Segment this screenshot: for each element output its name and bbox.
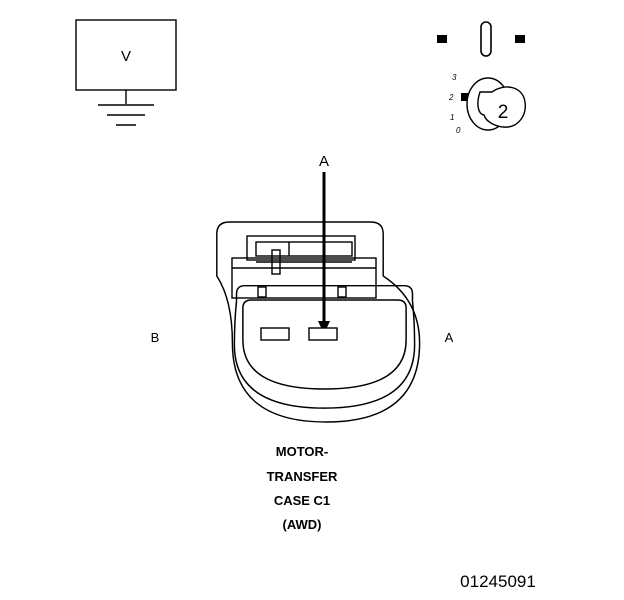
voltmeter-symbol: V — [121, 48, 131, 65]
caption-line-2: TRANSFER — [267, 469, 338, 484]
connector-seal-ring — [233, 284, 416, 409]
switch-selected-position: 2 — [498, 102, 509, 123]
caption-line-3: CASE C1 — [274, 493, 330, 508]
switch-position-3: 3 — [452, 73, 457, 82]
figure-number: 01245091 — [460, 572, 536, 591]
ground-icon — [98, 90, 154, 126]
terminal-probe-icon — [437, 21, 525, 57]
selector-switch: 3 2 1 0 2 — [448, 73, 526, 135]
terminal-b-side-label: B — [151, 330, 160, 345]
terminal-a-side-label: A — [445, 330, 454, 345]
caption-line-4: (AWD) — [283, 517, 322, 532]
switch-position-2: 2 — [448, 93, 454, 102]
switch-knob-icon — [477, 86, 526, 128]
connector-caption: MOTOR- TRANSFER CASE C1 (AWD) — [267, 444, 338, 532]
switch-position-0: 0 — [456, 126, 461, 135]
terminal-b — [260, 327, 290, 341]
caption-line-1: MOTOR- — [276, 444, 328, 459]
connector-face — [216, 221, 421, 423]
connector-inner-cavity — [242, 299, 407, 390]
pointer-label: A — [319, 153, 329, 170]
switch-pointer-mark — [461, 93, 469, 101]
switch-position-1: 1 — [450, 113, 454, 122]
voltmeter: V — [75, 19, 177, 126]
connector-outer-shell — [216, 221, 421, 423]
connector-lock-tab — [231, 257, 377, 299]
terminal-a — [308, 327, 338, 341]
